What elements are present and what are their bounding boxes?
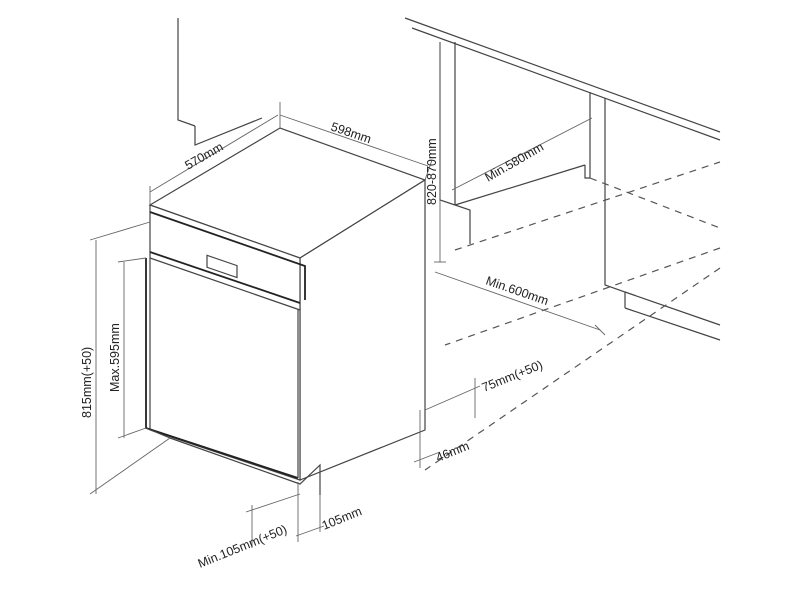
niche-depth-dim-line	[451, 117, 593, 191]
niche-left-foot	[454, 204, 471, 244]
plinth-front	[169, 437, 321, 495]
door-height-ext-top	[117, 257, 147, 263]
upper-cabinet-edge	[177, 18, 196, 127]
right-cabinet-left	[584, 92, 591, 179]
label-plinth-depth: 105mm	[320, 504, 364, 533]
label-plinth-gap: 46mm	[434, 439, 471, 465]
label-plinth-depth-min: Min.105mm(+50)	[196, 522, 289, 571]
cabinet-niche	[404, 17, 721, 471]
door-top-edge	[149, 257, 301, 311]
width-dim-ext	[424, 159, 433, 181]
label-niche-height: 820-870mm	[425, 138, 439, 205]
display-window	[206, 254, 238, 279]
countertop-under-edge	[411, 27, 721, 141]
label-door-height: Max.595mm	[108, 323, 122, 392]
right-cabinet-front	[604, 98, 626, 308]
niche-back-line	[454, 164, 586, 206]
label-total-height: 815mm(+50)	[80, 347, 94, 418]
control-panel-bottom	[149, 251, 301, 304]
width-dim-line	[279, 114, 429, 167]
dishwasher-body	[145, 127, 427, 495]
plinth-gap-tick	[413, 451, 441, 463]
depth-dim-line	[149, 114, 279, 193]
door-height-ext-bottom	[117, 427, 147, 439]
dimension-lines	[89, 102, 481, 548]
niche-left-wall	[439, 42, 456, 206]
right-cabinet-floor	[624, 291, 721, 326]
dishwasher-front	[149, 204, 301, 481]
niche-width-dim-line	[434, 271, 601, 331]
upper-cabinet	[177, 18, 263, 146]
label-plinth-height: 75mm(+50)	[480, 358, 545, 395]
niche-right-dashed	[589, 177, 721, 229]
plinth-depth-dim-line	[295, 525, 325, 537]
plinth-left	[145, 427, 171, 439]
upper-cabinet-bottom	[194, 117, 263, 146]
niche-floor-dashed	[444, 247, 721, 346]
total-height-ext-top	[89, 221, 151, 241]
niche-width-tick	[594, 324, 606, 336]
niche-front-dashed	[424, 267, 721, 471]
countertop-front-edge	[404, 17, 721, 133]
control-panel-top	[149, 211, 306, 300]
plinth-height-ext	[424, 385, 481, 411]
label-niche-depth: Min.580mm	[483, 140, 547, 185]
right-cabinet-plinth	[624, 307, 721, 341]
min-plinth-dim-line	[245, 493, 301, 513]
label-niche-width: Min.600mm	[484, 274, 550, 308]
label-width: 598mm	[329, 120, 373, 147]
total-height-ext-bottom	[89, 437, 171, 495]
